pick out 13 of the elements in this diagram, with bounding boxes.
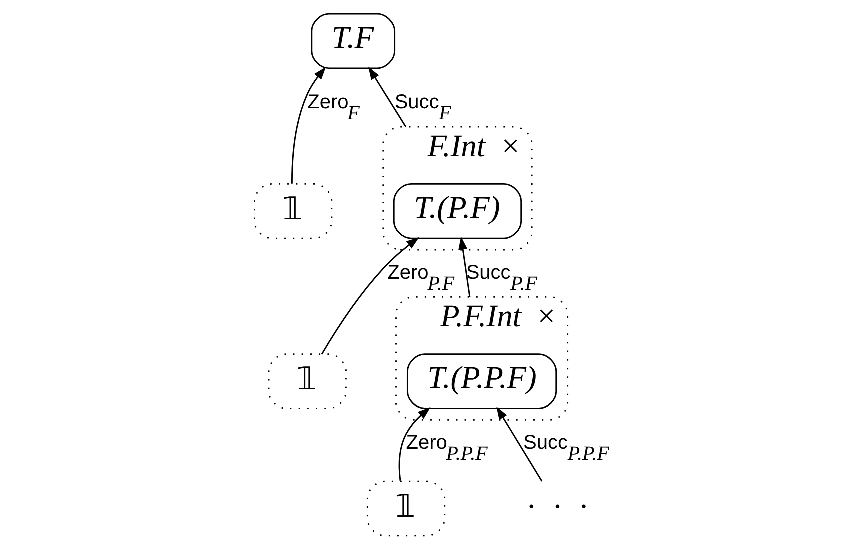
node-box: 𝟙 [366, 480, 446, 537]
node-box: T.(P.F) [392, 184, 522, 240]
arrow [398, 407, 430, 481]
arrow [458, 236, 470, 298]
arrow [496, 406, 542, 482]
node-box: T.(P.P.F) [406, 354, 557, 410]
node-text: · · · [526, 488, 589, 524]
arrow [291, 67, 326, 184]
node-box: T.F [310, 13, 396, 70]
arrow [320, 237, 419, 355]
node-box: 𝟙 [268, 354, 346, 410]
node-box: 𝟙 [254, 184, 332, 240]
arrow [368, 66, 406, 128]
